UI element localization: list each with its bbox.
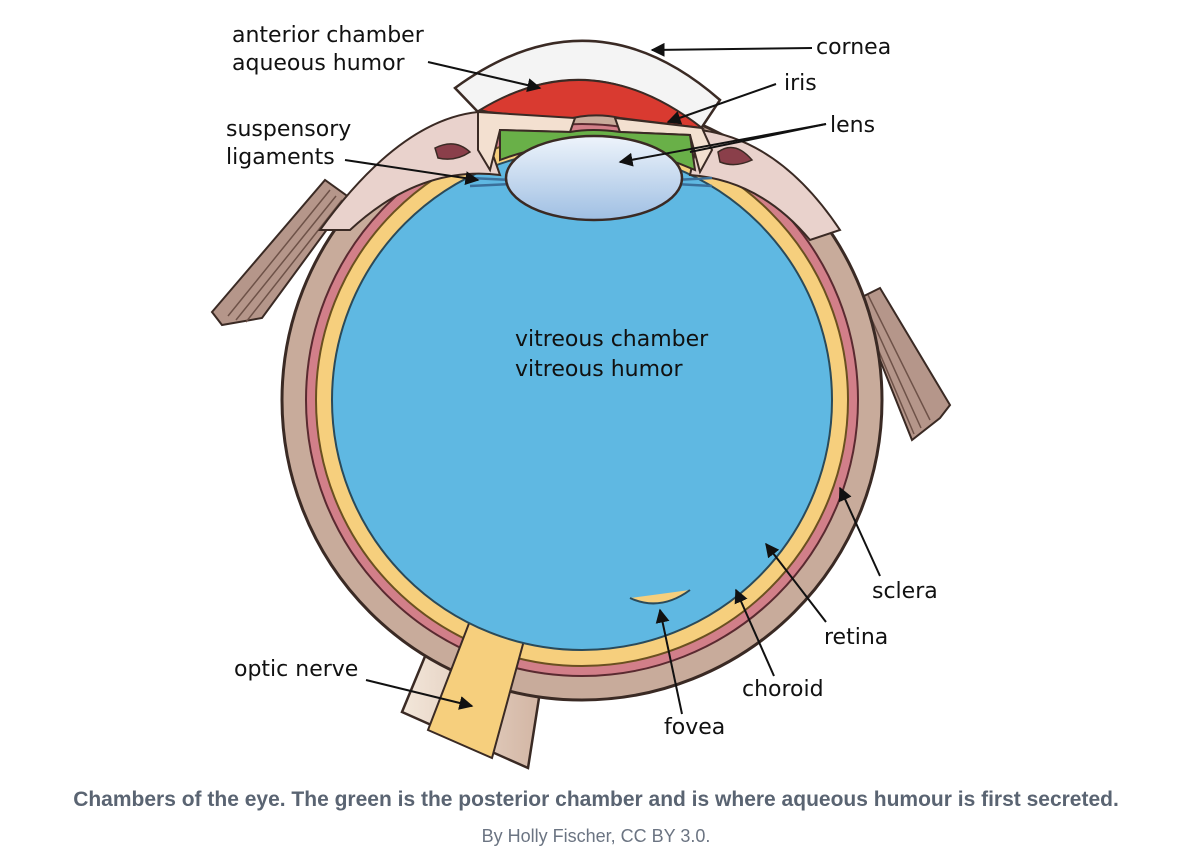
vitreous-chamber	[331, 149, 833, 651]
label-lens: lens	[830, 113, 875, 138]
label-iris: iris	[784, 71, 817, 96]
pointer-sclera	[838, 486, 881, 577]
pointer-fovea	[655, 608, 683, 715]
figure-caption: Chambers of the eye. The green is the po…	[73, 788, 1119, 811]
label-choroid: choroid	[742, 677, 824, 702]
pointer-lens-right	[689, 123, 827, 153]
label-cornea: cornea	[816, 35, 891, 60]
pointer-aqueous	[427, 61, 542, 92]
label-vitreous-humor: vitreous humor	[515, 357, 683, 382]
pointer-lines	[344, 42, 881, 715]
label-fovea: fovea	[664, 715, 725, 740]
left-muscle	[210, 178, 352, 327]
pointer-ligaments	[344, 159, 480, 186]
label-suspensory: suspensory	[226, 117, 351, 142]
label-retina: retina	[824, 625, 888, 650]
pointer-optic-nerve	[365, 679, 474, 710]
eye-diagram: anterior chamber aqueous humor cornea ir…	[210, 23, 952, 770]
lens	[504, 134, 684, 222]
fovea-dip	[629, 589, 691, 605]
suspensory-ligaments	[469, 176, 713, 188]
label-optic-nerve: optic nerve	[234, 657, 358, 682]
label-anterior-chamber: anterior chamber	[232, 23, 425, 48]
figure-credit: By Holly Fischer, CC BY 3.0.	[481, 826, 711, 846]
label-ligaments: ligaments	[226, 145, 335, 170]
pointer-cornea	[650, 42, 813, 57]
pointer-retina	[765, 542, 827, 623]
label-aqueous-humor: aqueous humor	[232, 51, 406, 76]
label-sclera: sclera	[872, 579, 938, 604]
pointer-choroid	[734, 588, 775, 677]
label-vitreous-chamber: vitreous chamber	[515, 327, 709, 352]
pointer-iris	[666, 83, 777, 125]
